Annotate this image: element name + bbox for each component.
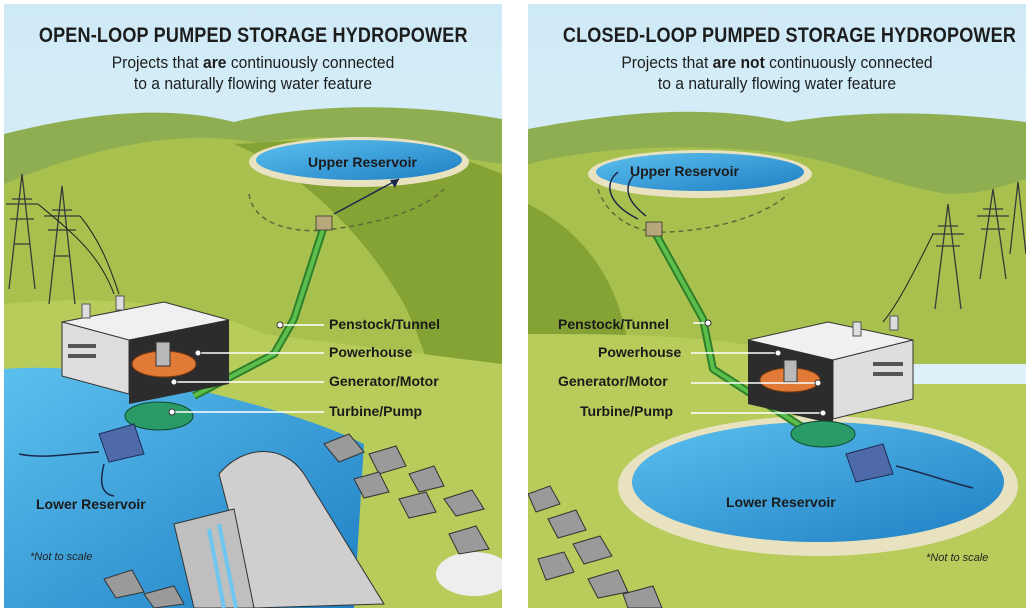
intake-structure <box>645 221 663 237</box>
transmission-tower-icon <box>932 181 1026 310</box>
subtitle-post: continuously connected <box>226 53 395 72</box>
label-penstock: Penstock/Tunnel <box>558 316 669 332</box>
lower-reservoir <box>632 422 1004 542</box>
spray <box>436 552 502 596</box>
draft-tube-outlet <box>845 443 894 483</box>
upper-reservoir <box>256 140 462 180</box>
spillway-water <box>207 523 238 608</box>
leader-dots <box>704 319 827 417</box>
note-not-to-scale: *Not to scale <box>30 551 93 563</box>
label-powerhouse: Powerhouse <box>598 344 682 360</box>
power-line-2 <box>79 215 120 295</box>
open-loop-title: OPEN-LOOP PUMPED STORAGE HYDROPOWER <box>38 24 468 47</box>
turbine-runner <box>124 401 194 431</box>
subtitle-emph: are <box>202 53 227 72</box>
power-line <box>37 203 115 295</box>
subtitle-line2: to a naturally flowing water feature <box>657 74 897 93</box>
subtitle-pre: Projects that <box>621 53 713 72</box>
label-penstock: Penstock/Tunnel <box>329 316 440 332</box>
closed-loop-header: CLOSED-LOOP PUMPED STORAGE HYDROPOWER Pr… <box>528 24 1026 94</box>
tunnel-outline <box>248 188 445 232</box>
subtitle-post: continuously connected <box>764 53 933 72</box>
rocks <box>103 433 490 608</box>
open-loop-illustration <box>4 4 502 608</box>
label-generator: Generator/Motor <box>329 373 439 389</box>
penstock-highlight <box>193 225 326 398</box>
open-loop-panel: OPEN-LOOP PUMPED STORAGE HYDROPOWER Proj… <box>4 4 502 608</box>
leader-lines <box>172 324 324 413</box>
insulator-2 <box>115 295 125 311</box>
draft-tube-outlet <box>98 423 145 463</box>
flow-arrow-icon <box>609 171 639 220</box>
open-loop-header: OPEN-LOOP PUMPED STORAGE HYDROPOWER Proj… <box>4 24 502 94</box>
rocks <box>528 485 663 608</box>
tunnel-outline <box>597 188 789 233</box>
label-upper-reservoir: Upper Reservoir <box>308 154 417 170</box>
label-lower-reservoir: Lower Reservoir <box>36 496 146 512</box>
closed-loop-illustration <box>528 4 1026 608</box>
label-turbine: Turbine/Pump <box>580 403 674 419</box>
dam <box>218 451 385 608</box>
leader-dots <box>168 321 284 416</box>
powerhouse-vent-2 <box>68 354 96 358</box>
insulator <box>81 303 91 319</box>
hill-shadow <box>234 139 502 424</box>
label-generator: Generator/Motor <box>558 373 668 389</box>
note-not-to-scale: *Not to scale <box>926 552 989 564</box>
insulator <box>852 321 862 337</box>
subtitle-pre: Projects that <box>111 53 203 72</box>
label-turbine: Turbine/Pump <box>329 403 423 419</box>
generator-shaft <box>783 359 798 383</box>
flow-arrow-head-icon <box>390 179 399 188</box>
lower-flow-arrow-icon <box>895 465 974 489</box>
label-powerhouse: Powerhouse <box>329 344 413 360</box>
label-lower-reservoir: Lower Reservoir <box>726 494 836 510</box>
hill-shadow <box>528 204 628 344</box>
powerhouse-vent <box>68 344 96 348</box>
turbine-runner <box>790 420 856 448</box>
closed-loop-subtitle: Projects that are not continuously conne… <box>548 52 1006 94</box>
upper-hill <box>528 147 1026 364</box>
intake-structure <box>315 215 333 231</box>
subtitle-emph: are not <box>712 53 765 72</box>
closed-loop-title: CLOSED-LOOP PUMPED STORAGE HYDROPOWER <box>562 24 1017 47</box>
upper-reservoir <box>596 153 804 191</box>
insulator-2 <box>889 315 899 331</box>
generator-shaft <box>155 341 171 367</box>
closed-loop-panel: CLOSED-LOOP PUMPED STORAGE HYDROPOWER Pr… <box>528 4 1026 608</box>
powerhouse-vent <box>873 362 903 366</box>
open-loop-subtitle: Projects that are continuously connected… <box>24 52 482 94</box>
powerhouse-vent-2 <box>873 372 903 376</box>
transmission-tower-icon <box>6 173 80 305</box>
power-line <box>882 233 934 323</box>
flow-arrow-icon-2 <box>627 175 647 217</box>
lower-flow-arrow-icon-2 <box>101 463 115 497</box>
subtitle-line2: to a naturally flowing water feature <box>133 74 373 93</box>
lower-flow-arrow-icon <box>18 451 100 457</box>
flow-arrow-icon <box>333 178 400 215</box>
label-upper-reservoir: Upper Reservoir <box>630 163 739 179</box>
